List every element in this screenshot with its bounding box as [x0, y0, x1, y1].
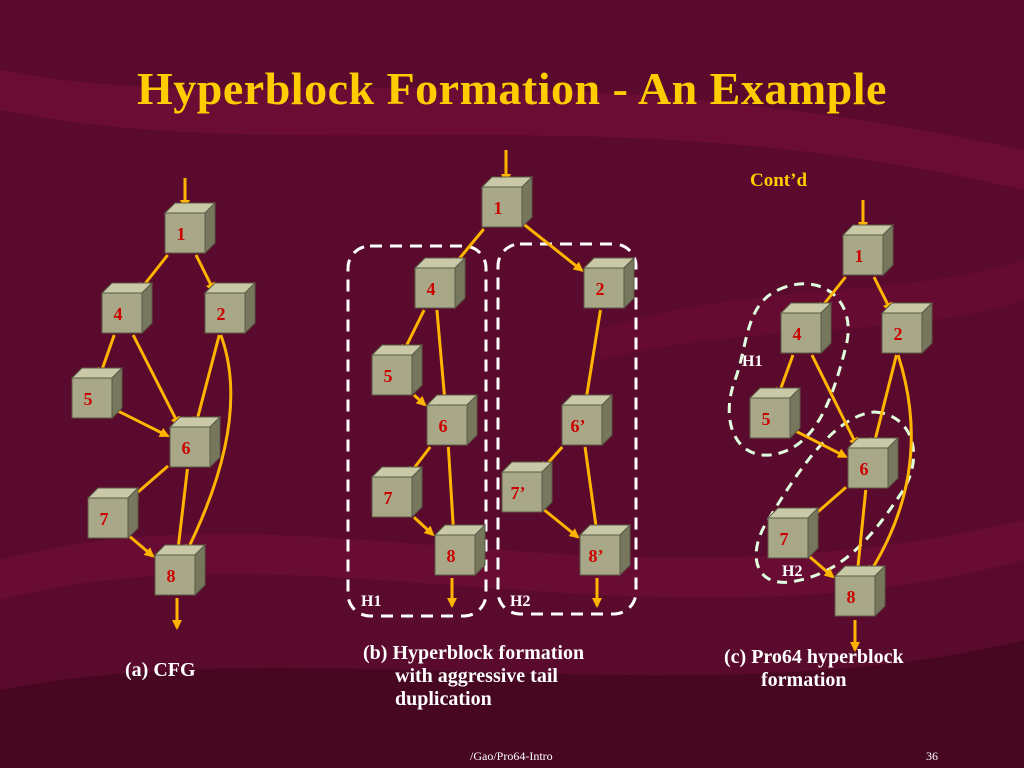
- node-c-1: 1: [841, 223, 895, 277]
- node-label-c-5: 5: [762, 409, 771, 429]
- edge-a-7-to-8: [129, 535, 155, 558]
- page-number: 36: [926, 749, 938, 763]
- region-b-h2: [496, 242, 638, 616]
- caption-c-line1: (c) Pro64 hyperblock: [724, 646, 904, 668]
- caption-b-line2: with aggressive tail: [395, 665, 558, 687]
- edge-a-5-to-6: [113, 407, 170, 438]
- node-label-a-4: 4: [114, 304, 123, 324]
- edge-b-7-to-8: [412, 516, 435, 537]
- region-label-b-h1: H1: [361, 593, 381, 610]
- edge-b-6’-to-8’: [583, 446, 601, 535]
- node-a-1: 1: [163, 201, 217, 255]
- node-c-8: 8: [833, 564, 887, 618]
- edge-a-2-to-8: [184, 334, 233, 555]
- node-label-b-2: 2: [596, 279, 605, 299]
- node-label-b-8’: 8’: [589, 546, 604, 566]
- region-label-b-h2: H2: [510, 593, 530, 610]
- edge-b-5-to-6: [412, 393, 427, 407]
- node-label-a-7: 7: [100, 509, 109, 529]
- caption-c-line2: formation: [761, 669, 847, 691]
- node-a-8: 8: [153, 543, 207, 597]
- edge-c-6-to-8: [853, 489, 868, 576]
- caption-b-line3: duplication: [395, 688, 492, 710]
- edge-c-7-to-8: [809, 555, 835, 579]
- node-label-b-8: 8: [447, 546, 456, 566]
- edge-b-4-to-6: [435, 309, 450, 405]
- node-label-a-5: 5: [84, 389, 93, 409]
- region-c-h2: [754, 410, 916, 584]
- node-a-7: 7: [86, 486, 140, 540]
- node-label-a-6: 6: [182, 438, 191, 458]
- node-label-c-6: 6: [860, 459, 869, 479]
- contd-label: Cont’d: [750, 170, 808, 191]
- edge-c-2-to-8: [867, 354, 913, 576]
- node-label-b-1: 1: [494, 198, 503, 218]
- node-a-6: 6: [168, 415, 222, 469]
- edge-c-5-to-6: [791, 427, 848, 459]
- node-b-1: 1: [480, 175, 534, 229]
- node-b-4: 4: [413, 256, 467, 310]
- edge-b-1-to-2: [523, 223, 584, 272]
- region-label-c-h2: H2: [782, 563, 802, 580]
- edge-a-4-to-6: [131, 334, 181, 427]
- node-b-8’: 8’: [578, 523, 632, 577]
- node-b-7’: 7’: [500, 460, 554, 514]
- node-label-b-6’: 6’: [571, 416, 586, 436]
- node-a-5: 5: [70, 366, 124, 420]
- footer-source: /Gao/Pro64-Intro: [470, 749, 553, 763]
- region-c-h1: [727, 282, 850, 457]
- edge-b-7’-to-8’: [543, 508, 580, 539]
- edge-c-1-to-2: [872, 276, 893, 313]
- edge-a-2-to-6: [192, 334, 221, 427]
- edge-b-6-to-8: [446, 446, 459, 535]
- node-a-2: 2: [203, 281, 257, 335]
- caption-a: (a) CFG: [125, 659, 196, 682]
- node-c-7: 7: [766, 506, 820, 560]
- node-b-8: 8: [433, 523, 487, 577]
- node-label-a-2: 2: [217, 304, 226, 324]
- node-label-c-8: 8: [847, 587, 856, 607]
- node-c-4: 4: [779, 301, 833, 355]
- edge-c-4-to-6: [810, 354, 859, 448]
- node-label-c-7: 7: [780, 529, 789, 549]
- node-b-7: 7: [370, 465, 424, 519]
- node-c-2: 2: [880, 301, 934, 355]
- node-label-c-2: 2: [894, 324, 903, 344]
- edge-b-2-to-6’: [581, 309, 602, 405]
- node-label-b-4: 4: [427, 279, 436, 299]
- region-label-c-h1: H1: [742, 353, 762, 370]
- node-label-b-5: 5: [384, 366, 393, 386]
- node-b-6’: 6’: [560, 393, 614, 447]
- node-b-5: 5: [370, 343, 424, 397]
- caption-c: (c) Pro64 hyperblock formation: [724, 646, 904, 692]
- slide-title: Hyperblock Formation - An Example: [137, 63, 887, 114]
- edge-c-2-to-6: [870, 354, 898, 448]
- caption-b: (b) Hyperblock formation with aggressive…: [363, 642, 584, 711]
- edge-a-6-to-8: [173, 468, 189, 555]
- node-b-6: 6: [425, 393, 479, 447]
- node-c-5: 5: [748, 386, 802, 440]
- node-b-2: 2: [582, 256, 636, 310]
- node-label-c-1: 1: [855, 246, 864, 266]
- edge-a-1-to-2: [194, 254, 216, 293]
- node-label-a-8: 8: [167, 566, 176, 586]
- caption-b-line1: (b) Hyperblock formation: [363, 642, 585, 664]
- region-b-h1: [346, 244, 488, 618]
- node-a-4: 4: [100, 281, 154, 335]
- node-c-6: 6: [846, 436, 900, 490]
- node-label-b-7: 7: [384, 488, 393, 508]
- node-label-b-7’: 7’: [511, 483, 526, 503]
- caption-a-text: (a) CFG: [125, 659, 196, 681]
- node-label-a-1: 1: [177, 224, 186, 244]
- node-label-b-6: 6: [439, 416, 448, 436]
- node-label-c-4: 4: [793, 324, 802, 344]
